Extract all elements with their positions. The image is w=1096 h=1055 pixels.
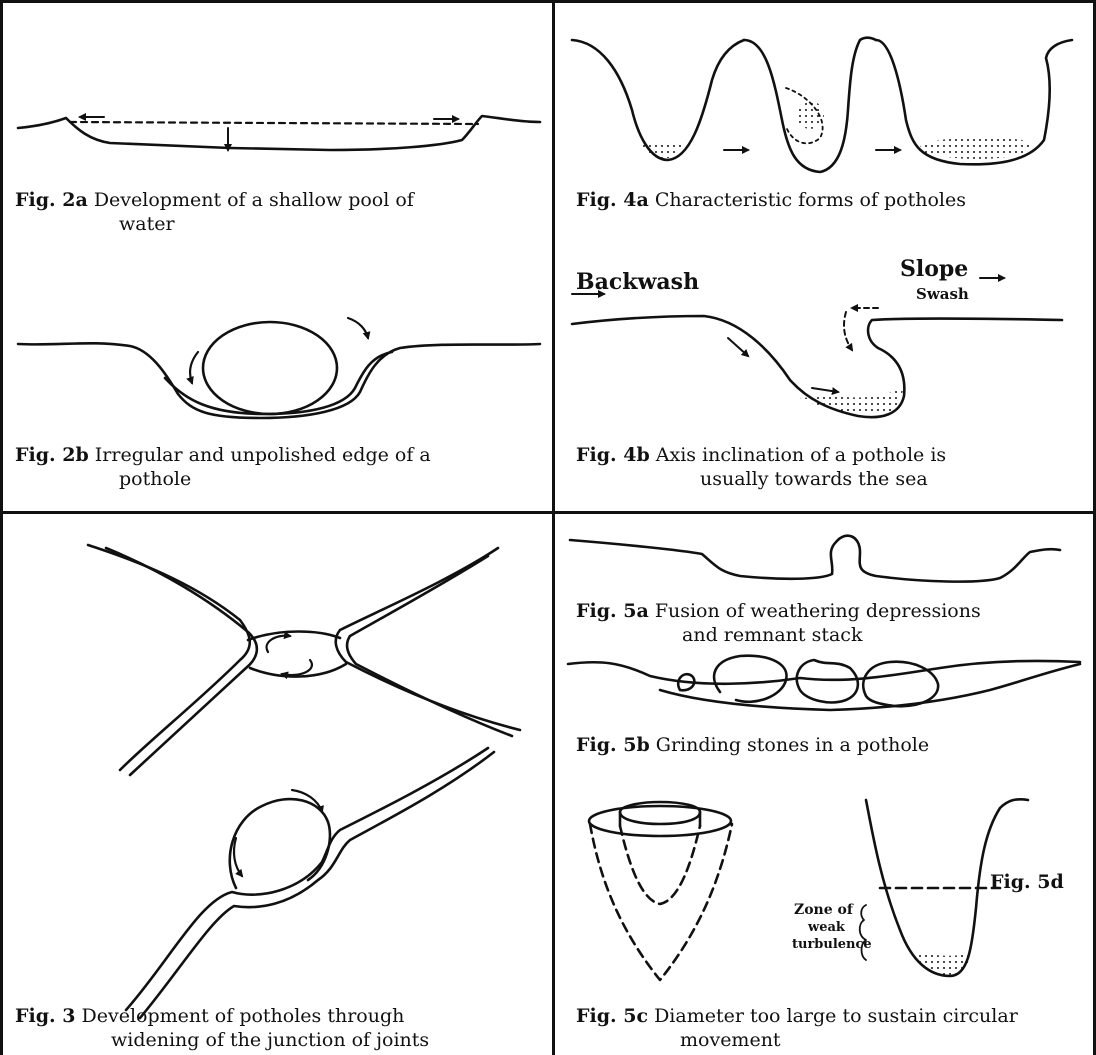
caption-fig5b-number: Fig. 5b xyxy=(576,734,650,756)
label-swash: Swash xyxy=(916,285,969,303)
caption-fig4b-text-line2: usually towards the sea xyxy=(576,467,946,491)
caption-fig5b-text: Grinding stones in a pothole xyxy=(656,734,929,756)
caption-fig2b: Fig. 2b Irregular and unpolished edge of… xyxy=(15,443,431,491)
fig3-drawing xyxy=(88,545,520,1018)
caption-fig2a-text: Development of a shallow pool of xyxy=(94,189,414,211)
fig2a-drawing xyxy=(18,116,540,150)
caption-fig4a: Fig. 4a Characteristic forms of potholes xyxy=(576,188,966,212)
fig5b-drawing xyxy=(568,656,1080,710)
caption-fig2a-text-line2: water xyxy=(15,212,414,236)
caption-fig4b-text: Axis inclination of a pothole is xyxy=(656,444,946,466)
caption-fig5b: Fig. 5b Grinding stones in a pothole xyxy=(576,733,929,757)
caption-fig2b-number: Fig. 2b xyxy=(15,444,89,466)
label-fig5d: Fig. 5d xyxy=(990,871,1064,893)
caption-fig2b-text-line2: pothole xyxy=(15,467,431,491)
fig5c-drawing xyxy=(589,802,732,980)
label-zone-line1: Zone of xyxy=(794,902,854,918)
caption-fig5a-number: Fig. 5a xyxy=(576,600,649,622)
caption-fig5c-text: Diameter too large to sustain circular xyxy=(654,1005,1018,1027)
caption-fig4b: Fig. 4b Axis inclination of a pothole is… xyxy=(576,443,946,491)
caption-fig4a-text: Characteristic forms of potholes xyxy=(655,189,966,211)
fig2b-drawing xyxy=(18,318,540,418)
caption-fig5a: Fig. 5a Fusion of weathering depressions… xyxy=(576,599,981,647)
caption-fig5c: Fig. 5c Diameter too large to sustain ci… xyxy=(576,1004,1018,1052)
caption-fig5a-text-line2: and remnant stack xyxy=(576,623,981,647)
caption-fig5c-text-line2: movement xyxy=(576,1028,1018,1052)
caption-fig2a: Fig. 2a Development of a shallow pool of… xyxy=(15,188,414,236)
label-zone-line2: weak xyxy=(807,920,846,935)
fig4a-drawing xyxy=(572,38,1072,172)
caption-fig5a-text: Fusion of weathering depressions xyxy=(655,600,981,622)
fig4b-drawing xyxy=(572,278,1062,417)
fig5a-drawing xyxy=(570,536,1060,582)
caption-fig4a-number: Fig. 4a xyxy=(576,189,649,211)
caption-fig2b-text: Irregular and unpolished edge of a xyxy=(95,444,431,466)
caption-fig3-number: Fig. 3 xyxy=(15,1005,75,1027)
caption-fig3: Fig. 3 Development of potholes through w… xyxy=(15,1004,429,1052)
caption-fig2a-number: Fig. 2a xyxy=(15,189,88,211)
caption-fig3-text: Development of potholes through xyxy=(82,1005,405,1027)
caption-fig4b-number: Fig. 4b xyxy=(576,444,650,466)
label-slope: Slope xyxy=(900,256,968,282)
caption-fig5c-number: Fig. 5c xyxy=(576,1005,648,1027)
label-zone-line3: turbulence xyxy=(792,937,872,952)
caption-fig3-text-line2: widening of the junction of joints xyxy=(15,1028,429,1052)
label-backwash: Backwash xyxy=(576,269,699,295)
